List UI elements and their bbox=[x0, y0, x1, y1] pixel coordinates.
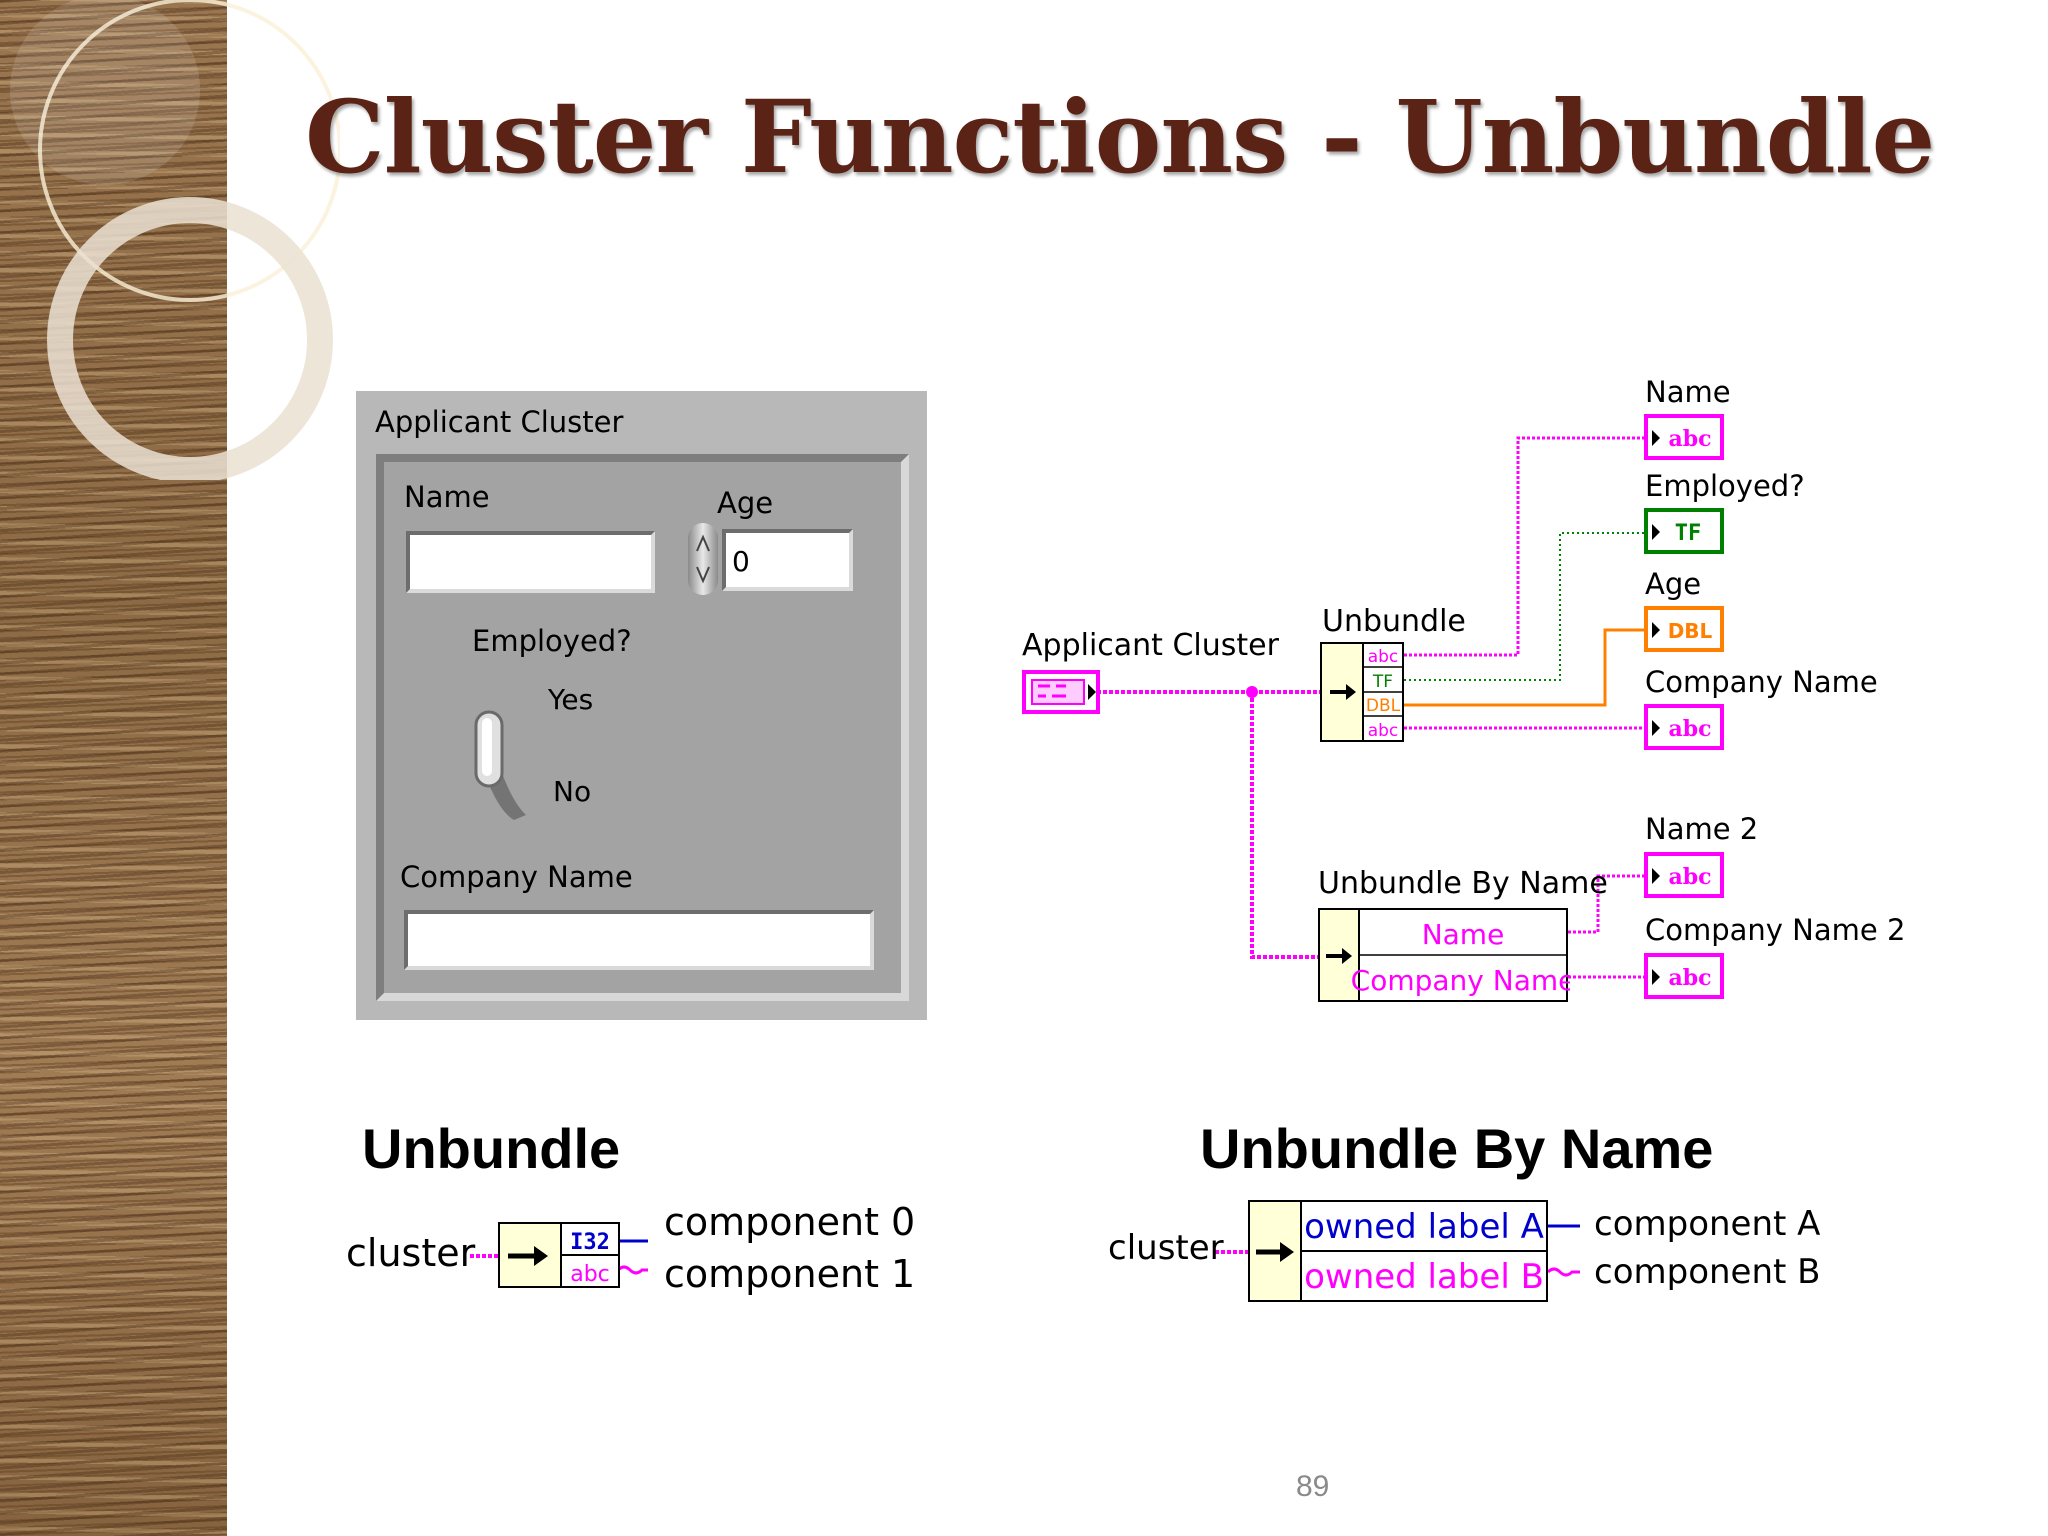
ind-company-label: Company Name bbox=[1645, 665, 1878, 699]
ubn-node-label: Unbundle By Name bbox=[1318, 866, 1608, 901]
unbundle-term-2: DBL bbox=[1366, 696, 1401, 716]
legend-owned-label-b: owned label B bbox=[1304, 1257, 1544, 1297]
unbundle-node-label: Unbundle bbox=[1322, 604, 1466, 639]
unbundle-output-1: component 1 bbox=[664, 1252, 916, 1296]
ind-employed-label: Employed? bbox=[1645, 469, 1805, 503]
ind-name2-label: Name 2 bbox=[1645, 812, 1759, 846]
ubn-heading: Unbundle By Name bbox=[1200, 1117, 1714, 1180]
slide-title: Cluster Functions - Unbundle bbox=[305, 78, 1935, 196]
unbundle-node[interactable]: abc TF DBL abc bbox=[1320, 642, 1406, 744]
age-indicator[interactable]: DBL bbox=[1644, 606, 1726, 654]
name-label: Name bbox=[404, 480, 490, 514]
name2-indicator[interactable]: abc bbox=[1644, 852, 1726, 900]
ind-company2-label: Company Name 2 bbox=[1645, 913, 1906, 947]
company2-indicator[interactable]: abc bbox=[1644, 953, 1726, 1001]
ind-name2-type: abc bbox=[1668, 864, 1711, 890]
legend-owned-label-a: owned label A bbox=[1304, 1207, 1544, 1247]
ubn-cluster-label: cluster bbox=[1108, 1228, 1224, 1268]
ubn-item-name: Name bbox=[1422, 918, 1505, 951]
legend-term-i32: I32 bbox=[570, 1230, 610, 1255]
name-field[interactable] bbox=[406, 531, 655, 593]
down-arrow-icon bbox=[696, 566, 710, 584]
age-increment-decrement[interactable] bbox=[688, 523, 718, 595]
wood-sidebar bbox=[0, 0, 227, 1536]
decorative-rings bbox=[10, 0, 340, 480]
ind-company2-type: abc bbox=[1668, 965, 1711, 991]
unbundle-output-0: component 0 bbox=[664, 1200, 916, 1244]
unbundle-term-3: abc bbox=[1368, 721, 1399, 741]
ind-company-type: abc bbox=[1668, 716, 1711, 742]
company-indicator[interactable]: abc bbox=[1644, 704, 1726, 752]
ubn-legend-node: owned label A owned label B bbox=[1248, 1200, 1548, 1302]
ind-age-type: DBL bbox=[1668, 619, 1713, 643]
unbundle-by-name-node[interactable]: Name Company Name bbox=[1318, 908, 1570, 1004]
employed-toggle-switch[interactable] bbox=[466, 700, 536, 830]
ind-age-label: Age bbox=[1645, 567, 1702, 601]
employed-label: Employed? bbox=[472, 624, 632, 658]
legend-term-abc: abc bbox=[570, 1262, 610, 1287]
ubn-output-a: component A bbox=[1594, 1204, 1821, 1244]
employed-indicator[interactable]: TF bbox=[1644, 508, 1726, 556]
unbundle-heading: Unbundle bbox=[362, 1117, 621, 1180]
switch-yes-label: Yes bbox=[548, 683, 594, 716]
cluster-control-terminal[interactable] bbox=[1022, 670, 1102, 716]
ind-employed-type: TF bbox=[1675, 521, 1702, 546]
age-value: 0 bbox=[732, 545, 750, 578]
age-field[interactable]: 0 bbox=[722, 529, 853, 591]
unbundle-term-0: abc bbox=[1368, 647, 1399, 667]
name-indicator[interactable]: abc bbox=[1644, 414, 1726, 462]
ubn-output-b: component B bbox=[1594, 1252, 1821, 1292]
unbundle-term-1: TF bbox=[1372, 672, 1393, 692]
company-name-label: Company Name bbox=[400, 860, 633, 894]
ind-name-label: Name bbox=[1645, 375, 1731, 409]
company-name-field[interactable] bbox=[404, 910, 874, 970]
unbundle-legend-node: I32 abc bbox=[498, 1222, 620, 1288]
page-number: 89 bbox=[1296, 1470, 1330, 1503]
up-arrow-icon bbox=[696, 534, 710, 552]
ubn-item-company: Company Name bbox=[1351, 964, 1570, 997]
unbundle-cluster-label: cluster bbox=[346, 1231, 476, 1275]
age-label: Age bbox=[717, 486, 774, 520]
ind-name-type: abc bbox=[1668, 426, 1711, 452]
switch-no-label: No bbox=[553, 775, 592, 808]
bd-cluster-label: Applicant Cluster bbox=[1022, 628, 1279, 663]
cluster-label: Applicant Cluster bbox=[375, 405, 624, 439]
